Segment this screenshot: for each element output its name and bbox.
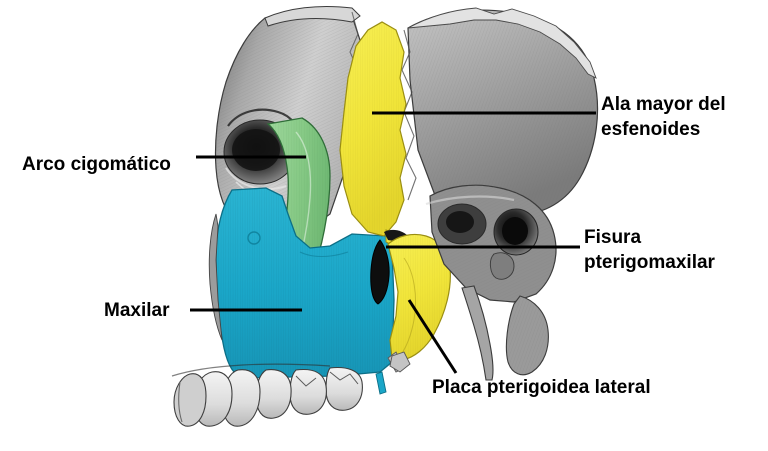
region-maxilar <box>215 187 395 395</box>
maxillary-teeth <box>171 363 363 427</box>
temporal-bone-region <box>425 184 557 381</box>
label-arco-cigomatico-text: Arco cigomático <box>22 154 171 175</box>
label-fisura-line2: pterigomaxilar <box>584 252 715 273</box>
label-fisura-line1: Fisura <box>584 227 642 248</box>
region-ala-mayor-esfenoides <box>339 21 453 259</box>
label-ala-mayor-line2: esfenoides <box>601 119 701 140</box>
label-fisura-pterigomaxilar: Fisura pterigomaxilar <box>584 225 715 275</box>
leader-lines <box>190 111 596 374</box>
label-ala-mayor-line1: Ala mayor del <box>601 94 726 115</box>
leader-placa <box>407 299 458 374</box>
label-arco-cigomatico: Arco cigomático <box>22 152 171 177</box>
label-maxilar: Maxilar <box>104 298 169 323</box>
label-ala-mayor-esfenoides: Ala mayor del esfenoides <box>601 92 726 142</box>
label-maxilar-text: Maxilar <box>104 300 170 321</box>
label-placa-text: Placa pterigoidea lateral <box>432 377 651 398</box>
label-placa-pterigoidea-lateral: Placa pterigoidea lateral <box>432 375 651 400</box>
bone-fragment-inferior <box>389 351 411 373</box>
region-placa-pterigoidea-lateral <box>387 233 451 373</box>
